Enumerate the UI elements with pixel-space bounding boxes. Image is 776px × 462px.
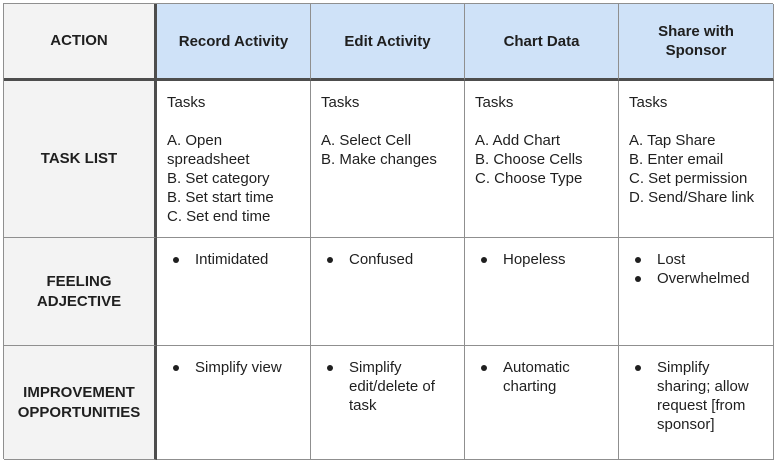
task-cell-edit-activity: Tasks A. Select Cell B. Make changes	[311, 81, 465, 238]
row-header-label: FEELING ADJECTIVE	[36, 272, 122, 310]
task-item: A. Add Chart	[475, 132, 561, 149]
column-header-label: Share with Sponsor	[658, 23, 734, 59]
bullet-text: Automatic charting	[503, 359, 570, 395]
row-header-improvement-opportunities: IMPROVEMENT OPPORTUNITIES	[4, 346, 157, 460]
row-header-label: IMPROVEMENT OPPORTUNITIES	[17, 383, 141, 421]
column-header-label: Record Activity	[178, 32, 289, 50]
column-header-record-activity: Record Activity	[157, 4, 311, 81]
task-item: C. Set permission	[629, 170, 748, 187]
task-item: B. Set start time	[167, 189, 274, 206]
bullet-dot-icon	[173, 257, 179, 263]
bullet-text: Simplify edit/delete of task	[349, 359, 435, 414]
task-cell-share-with-sponsor: Tasks A. Tap Share B. Enter email C. Set…	[619, 81, 774, 238]
task-item: A. Tap Share	[629, 132, 716, 149]
task-item: A. Open spreadsheet	[167, 132, 250, 168]
task-cell-chart-data: Tasks A. Add Chart B. Choose Cells C. Ch…	[465, 81, 619, 238]
row-header-task-list: TASK LIST	[4, 81, 157, 238]
journey-table: ACTION Record Activity Edit Activity Cha…	[3, 3, 774, 460]
column-header-edit-activity: Edit Activity	[311, 4, 465, 81]
bullet-text: Confused	[349, 251, 414, 268]
bullet-text: Simplify view	[195, 359, 282, 376]
improvement-cell-share-with-sponsor: Simplify sharing; allow request [from sp…	[619, 346, 774, 460]
tasks-title: Tasks	[475, 94, 514, 111]
bullet-item: Simplify sharing; allow request [from sp…	[629, 358, 763, 434]
action-header-cell: ACTION	[4, 4, 157, 81]
tasks-title: Tasks	[167, 94, 206, 111]
bullet-dot-icon	[481, 365, 487, 371]
tasks-title: Tasks	[321, 94, 360, 111]
task-item: B. Choose Cells	[475, 151, 583, 168]
bullet-dot-icon	[327, 257, 333, 263]
feeling-cell-share-with-sponsor: Lost Overwhelmed	[619, 238, 774, 346]
task-item: C. Choose Type	[475, 170, 583, 187]
bullet-dot-icon	[635, 365, 641, 371]
row-header-label: TASK LIST	[40, 150, 118, 167]
task-item: C. Set end time	[167, 208, 271, 225]
bullet-item: Simplify edit/delete of task	[321, 358, 454, 415]
bullet-item: Automatic charting	[475, 358, 608, 396]
bullet-text: Lost	[657, 251, 686, 268]
improvement-cell-record-activity: Simplify view	[157, 346, 311, 460]
bullet-item: Intimidated	[167, 250, 300, 269]
feeling-cell-record-activity: Intimidated	[157, 238, 311, 346]
task-item: B. Make changes	[321, 151, 437, 168]
tasks-title: Tasks	[629, 94, 668, 111]
row-header-feeling-adjective: FEELING ADJECTIVE	[4, 238, 157, 346]
bullet-item: Overwhelmed	[629, 269, 763, 288]
bullet-item: Confused	[321, 250, 454, 269]
bullet-dot-icon	[481, 257, 487, 263]
task-cell-record-activity: Tasks A. Open spreadsheet B. Set categor…	[157, 81, 311, 238]
column-header-share-with-sponsor: Share with Sponsor	[619, 4, 774, 81]
bullet-dot-icon	[635, 257, 641, 263]
column-header-chart-data: Chart Data	[465, 4, 619, 81]
task-item: B. Set category	[167, 170, 270, 187]
feeling-cell-edit-activity: Confused	[311, 238, 465, 346]
column-header-label: Chart Data	[503, 32, 580, 50]
bullet-dot-icon	[327, 365, 333, 371]
task-item: B. Enter email	[629, 151, 724, 168]
bullet-text: Intimidated	[195, 251, 269, 268]
bullet-text: Overwhelmed	[657, 270, 750, 287]
bullet-item: Hopeless	[475, 250, 608, 269]
bullet-text: Simplify sharing; allow request [from sp…	[657, 359, 749, 433]
bullet-dot-icon	[173, 365, 179, 371]
bullet-text: Hopeless	[503, 251, 566, 268]
bullet-dot-icon	[635, 276, 641, 282]
bullet-item: Simplify view	[167, 358, 300, 377]
bullet-item: Lost	[629, 250, 763, 269]
task-item: A. Select Cell	[321, 132, 412, 149]
action-label: ACTION	[50, 32, 108, 49]
column-header-label: Edit Activity	[344, 32, 431, 50]
improvement-cell-edit-activity: Simplify edit/delete of task	[311, 346, 465, 460]
task-item: D. Send/Share link	[629, 189, 755, 206]
feeling-cell-chart-data: Hopeless	[465, 238, 619, 346]
improvement-cell-chart-data: Automatic charting	[465, 346, 619, 460]
